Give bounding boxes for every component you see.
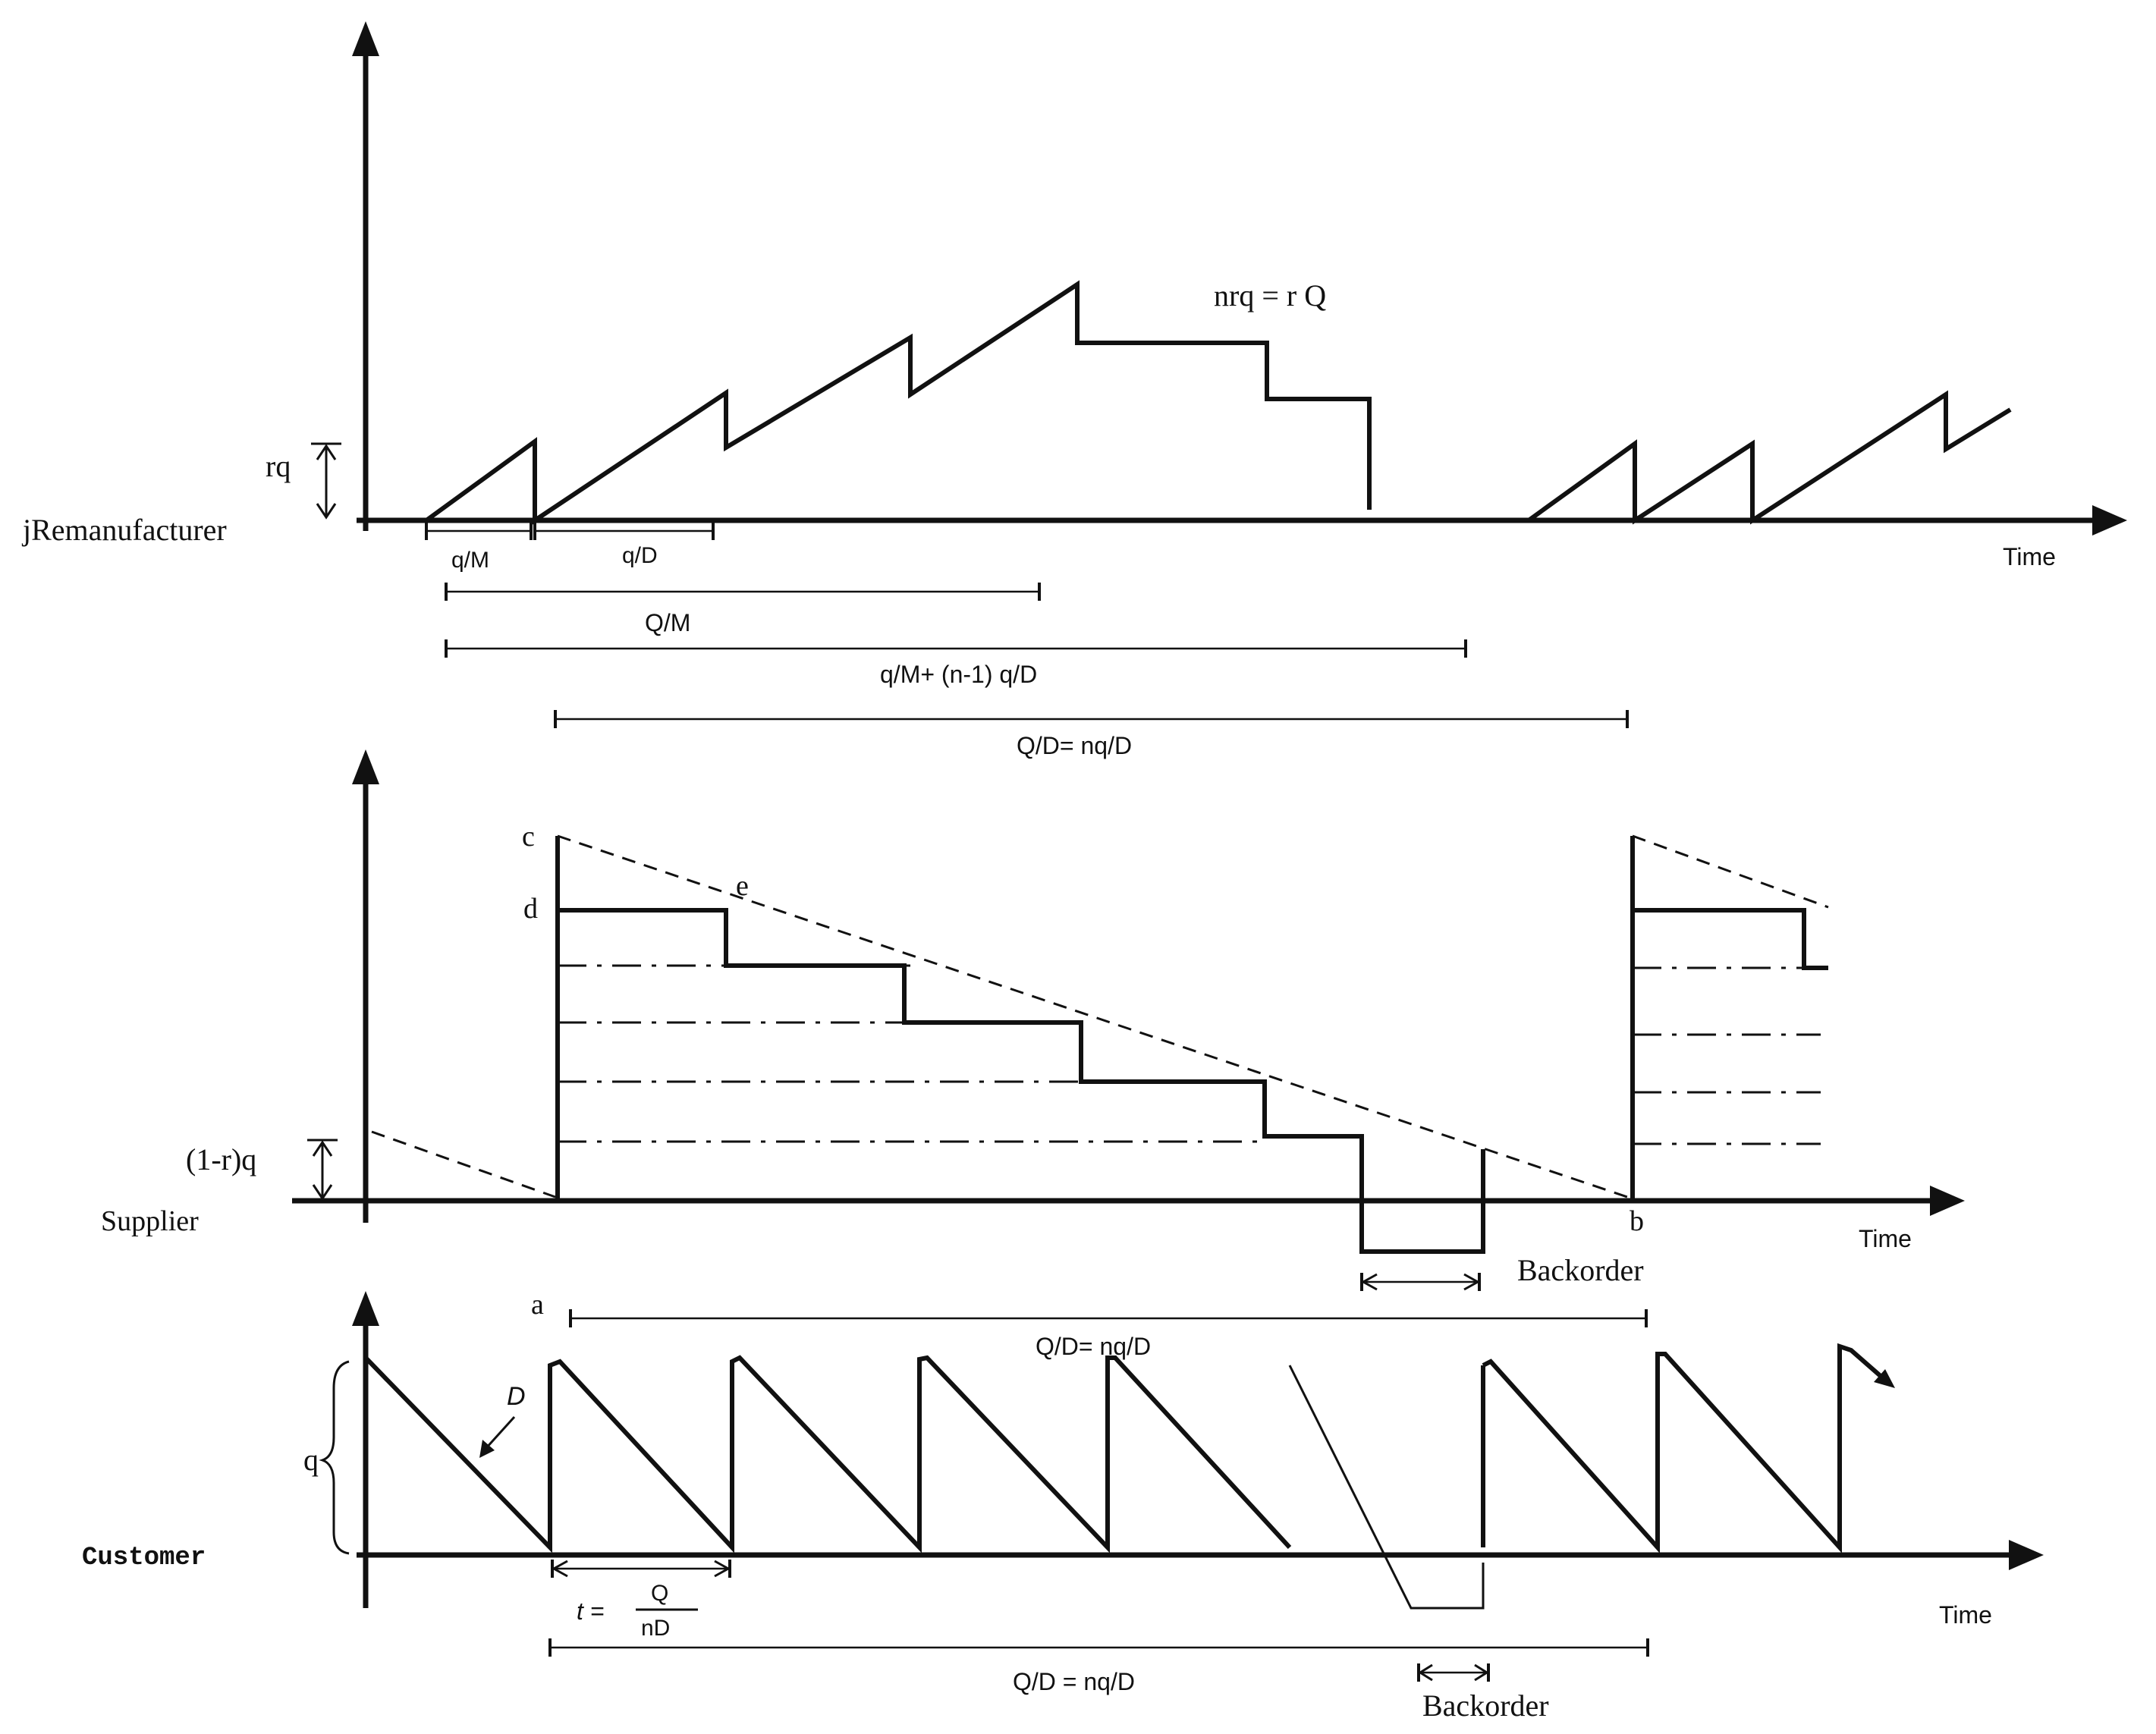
point-d-label: d bbox=[523, 893, 538, 925]
supplier-dashed-diagonal bbox=[557, 834, 1628, 1198]
supplier-backorder-arrow-left bbox=[1360, 1273, 1378, 1291]
remanufacturer-inventory-line bbox=[425, 280, 1372, 525]
customer-backorder-arrow-right bbox=[1474, 1663, 1489, 1682]
rq-arrow-bottom bbox=[316, 503, 337, 520]
demand-pointer-head bbox=[479, 1440, 495, 1458]
customer-label: Customer bbox=[82, 1544, 206, 1572]
one-minus-r-q-arrow-bottom bbox=[312, 1184, 333, 1201]
supplier-next-staircase bbox=[1630, 836, 1828, 1201]
remanufacturer-time-label: Time bbox=[2003, 543, 2056, 570]
dim-big-q-over-m: Q/M bbox=[445, 583, 1041, 636]
point-b-label: b bbox=[1630, 1205, 1644, 1237]
t-denominator: nD bbox=[641, 1616, 670, 1641]
dim-q-over-d: q/D bbox=[533, 522, 715, 568]
nrq-label: nrq = r Q bbox=[1214, 278, 1326, 313]
customer-inventory-line bbox=[363, 1355, 1292, 1553]
supplier-dashed-pre bbox=[371, 1130, 556, 1198]
svg-text:q/D: q/D bbox=[622, 543, 658, 568]
q-label: q bbox=[303, 1443, 319, 1477]
q-brace bbox=[319, 1360, 350, 1555]
supplier-y-arrow bbox=[352, 749, 379, 784]
supplier-staircase bbox=[555, 836, 1485, 1254]
supplier-time-label: Time bbox=[1859, 1225, 1912, 1252]
demand-label: D bbox=[507, 1382, 526, 1411]
supplier-label: Supplier bbox=[101, 1205, 199, 1237]
rq-label: rq bbox=[266, 449, 291, 483]
customer-panel: q D Customer Time t = Q nD Q/D = nq/D Ba… bbox=[82, 1291, 2044, 1723]
rq-arrow-top bbox=[316, 444, 337, 460]
customer-y-arrow bbox=[352, 1291, 379, 1326]
remanufacturer-x-arrow bbox=[2092, 505, 2127, 536]
demand-pointer bbox=[484, 1415, 516, 1450]
customer-end-arrow bbox=[1874, 1369, 1895, 1388]
point-e-label: e bbox=[736, 870, 749, 902]
svg-text:Q/M: Q/M bbox=[645, 609, 690, 636]
customer-inventory-line-2 bbox=[1482, 1343, 1883, 1553]
dim-cycle-middle-label: Q/D= nq/D bbox=[1036, 1333, 1151, 1360]
remanufacturer-y-arrow bbox=[352, 21, 379, 56]
supplier-dashed-next bbox=[1632, 834, 1829, 909]
dim-cycle-bottom-label: Q/D = nq/D bbox=[1013, 1668, 1135, 1695]
supplier-panel: (1-r)q Supplier Time c d e b a Backorder… bbox=[101, 749, 1965, 1360]
customer-shortage-line bbox=[1288, 1365, 1485, 1610]
dim-q-over-m: q/M bbox=[425, 522, 533, 573]
dim-q-over-m-plus: q/M+ (n-1) q/D bbox=[445, 639, 1467, 688]
customer-backorder-label: Backorder bbox=[1422, 1688, 1549, 1723]
t-label: t = bbox=[577, 1597, 604, 1625]
svg-text:Q/D= nq/D: Q/D= nq/D bbox=[1017, 732, 1132, 759]
customer-x-arrow bbox=[2009, 1540, 2044, 1570]
customer-time-label: Time bbox=[1939, 1601, 1992, 1629]
dim-t-arrow-left bbox=[551, 1560, 568, 1578]
remanufacturer-label: jRemanufacturer bbox=[21, 513, 227, 547]
customer-backorder-arrow-left bbox=[1418, 1663, 1433, 1682]
dim-cycle-top: Q/D= nq/D bbox=[554, 710, 1629, 759]
remanufacturer-next-cycle-line bbox=[1527, 390, 2012, 525]
supplier-x-arrow bbox=[1930, 1186, 1965, 1216]
svg-text:q/M: q/M bbox=[451, 548, 489, 573]
supplier-backorder-arrow-right bbox=[1463, 1273, 1481, 1291]
point-a-label: a bbox=[531, 1289, 544, 1321]
point-c-label: c bbox=[522, 821, 535, 853]
one-minus-r-q-label: (1-r)q bbox=[186, 1142, 256, 1176]
remanufacturer-panel: rq jRemanufacturer nrq = r Q Time q/M q/… bbox=[21, 21, 2127, 759]
supplier-backorder-label: Backorder bbox=[1517, 1253, 1644, 1287]
dim-t-arrow-right bbox=[714, 1560, 731, 1578]
svg-text:q/M+ (n-1) q/D: q/M+ (n-1) q/D bbox=[880, 661, 1037, 688]
one-minus-r-q-arrow-top bbox=[312, 1140, 333, 1157]
t-numerator: Q bbox=[651, 1581, 668, 1606]
